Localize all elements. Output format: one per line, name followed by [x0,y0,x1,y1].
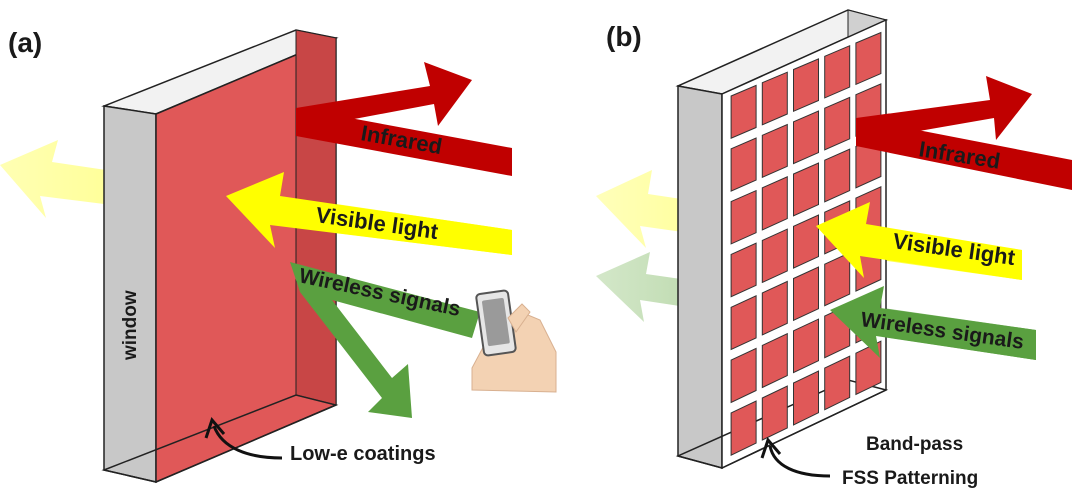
panel-a-coating-pointer [212,425,283,460]
fss-patch [730,84,757,139]
fss-patch [761,332,788,389]
panel-a-pointer-head [204,417,226,439]
fss-patch [761,71,788,126]
fss-patch [824,355,851,411]
panel-b-window-side [677,85,723,469]
fss-patch [730,400,757,456]
fss-patch [824,44,851,99]
fss-patch [761,176,788,231]
panel-b-pattern-label-line1: Band-pass [866,434,963,455]
panel-a-wireless-arrow [290,262,480,418]
fss-patch [730,295,757,351]
panel-a-window-bottom [101,394,339,483]
fss-patch [761,123,788,179]
fss-patch [730,189,757,245]
fss-patch [793,58,819,113]
panel-b-window-bottom [675,379,889,469]
fss-patch [730,347,757,404]
phone-in-hand-icon [471,289,557,393]
panel-b-infrared-band [856,118,1072,190]
panel-b: (b) Infrared Visible light Wireless sign… [596,9,1072,489]
fss-patch [793,318,819,374]
panel-b-pointer-head [760,437,782,459]
fss-patch [824,148,851,203]
panel-b-tag: (b) [606,21,642,52]
panel-a-coating-label: Low-e coatings [290,443,436,465]
panel-a-tag: (a) [8,27,42,58]
fss-patch [761,228,788,284]
fss-patch [730,137,757,192]
panel-a-window-label: window [120,290,141,361]
panel-b-wireless-front [830,286,1036,360]
panel-b-pattern-pointer [768,445,831,478]
panel-a-visible-light-front [226,172,512,255]
fss-patch [761,385,788,441]
fss-patch [793,370,819,426]
fss-patch [855,31,882,86]
panel-a-infrared-band [296,108,512,176]
fss-patch [730,242,757,298]
panel-a: (a) window Visible light Infrared Wirele… [0,27,557,484]
panel-a-infrared-arrow [296,62,472,130]
panel-b-visible-light-front [816,202,1022,280]
panel-b-pattern-label-line2: FSS Patterning [842,468,978,489]
panel-b-infrared-label: Infrared [917,136,1002,174]
panel-b-infrared-arrow [856,76,1032,142]
fss-patch [824,251,851,307]
fss-patch [824,96,851,151]
fss-patch [793,214,819,269]
fss-patch [793,162,819,217]
fss-patch [793,110,819,165]
fss-patch [761,280,788,336]
fss-patch [793,266,819,322]
